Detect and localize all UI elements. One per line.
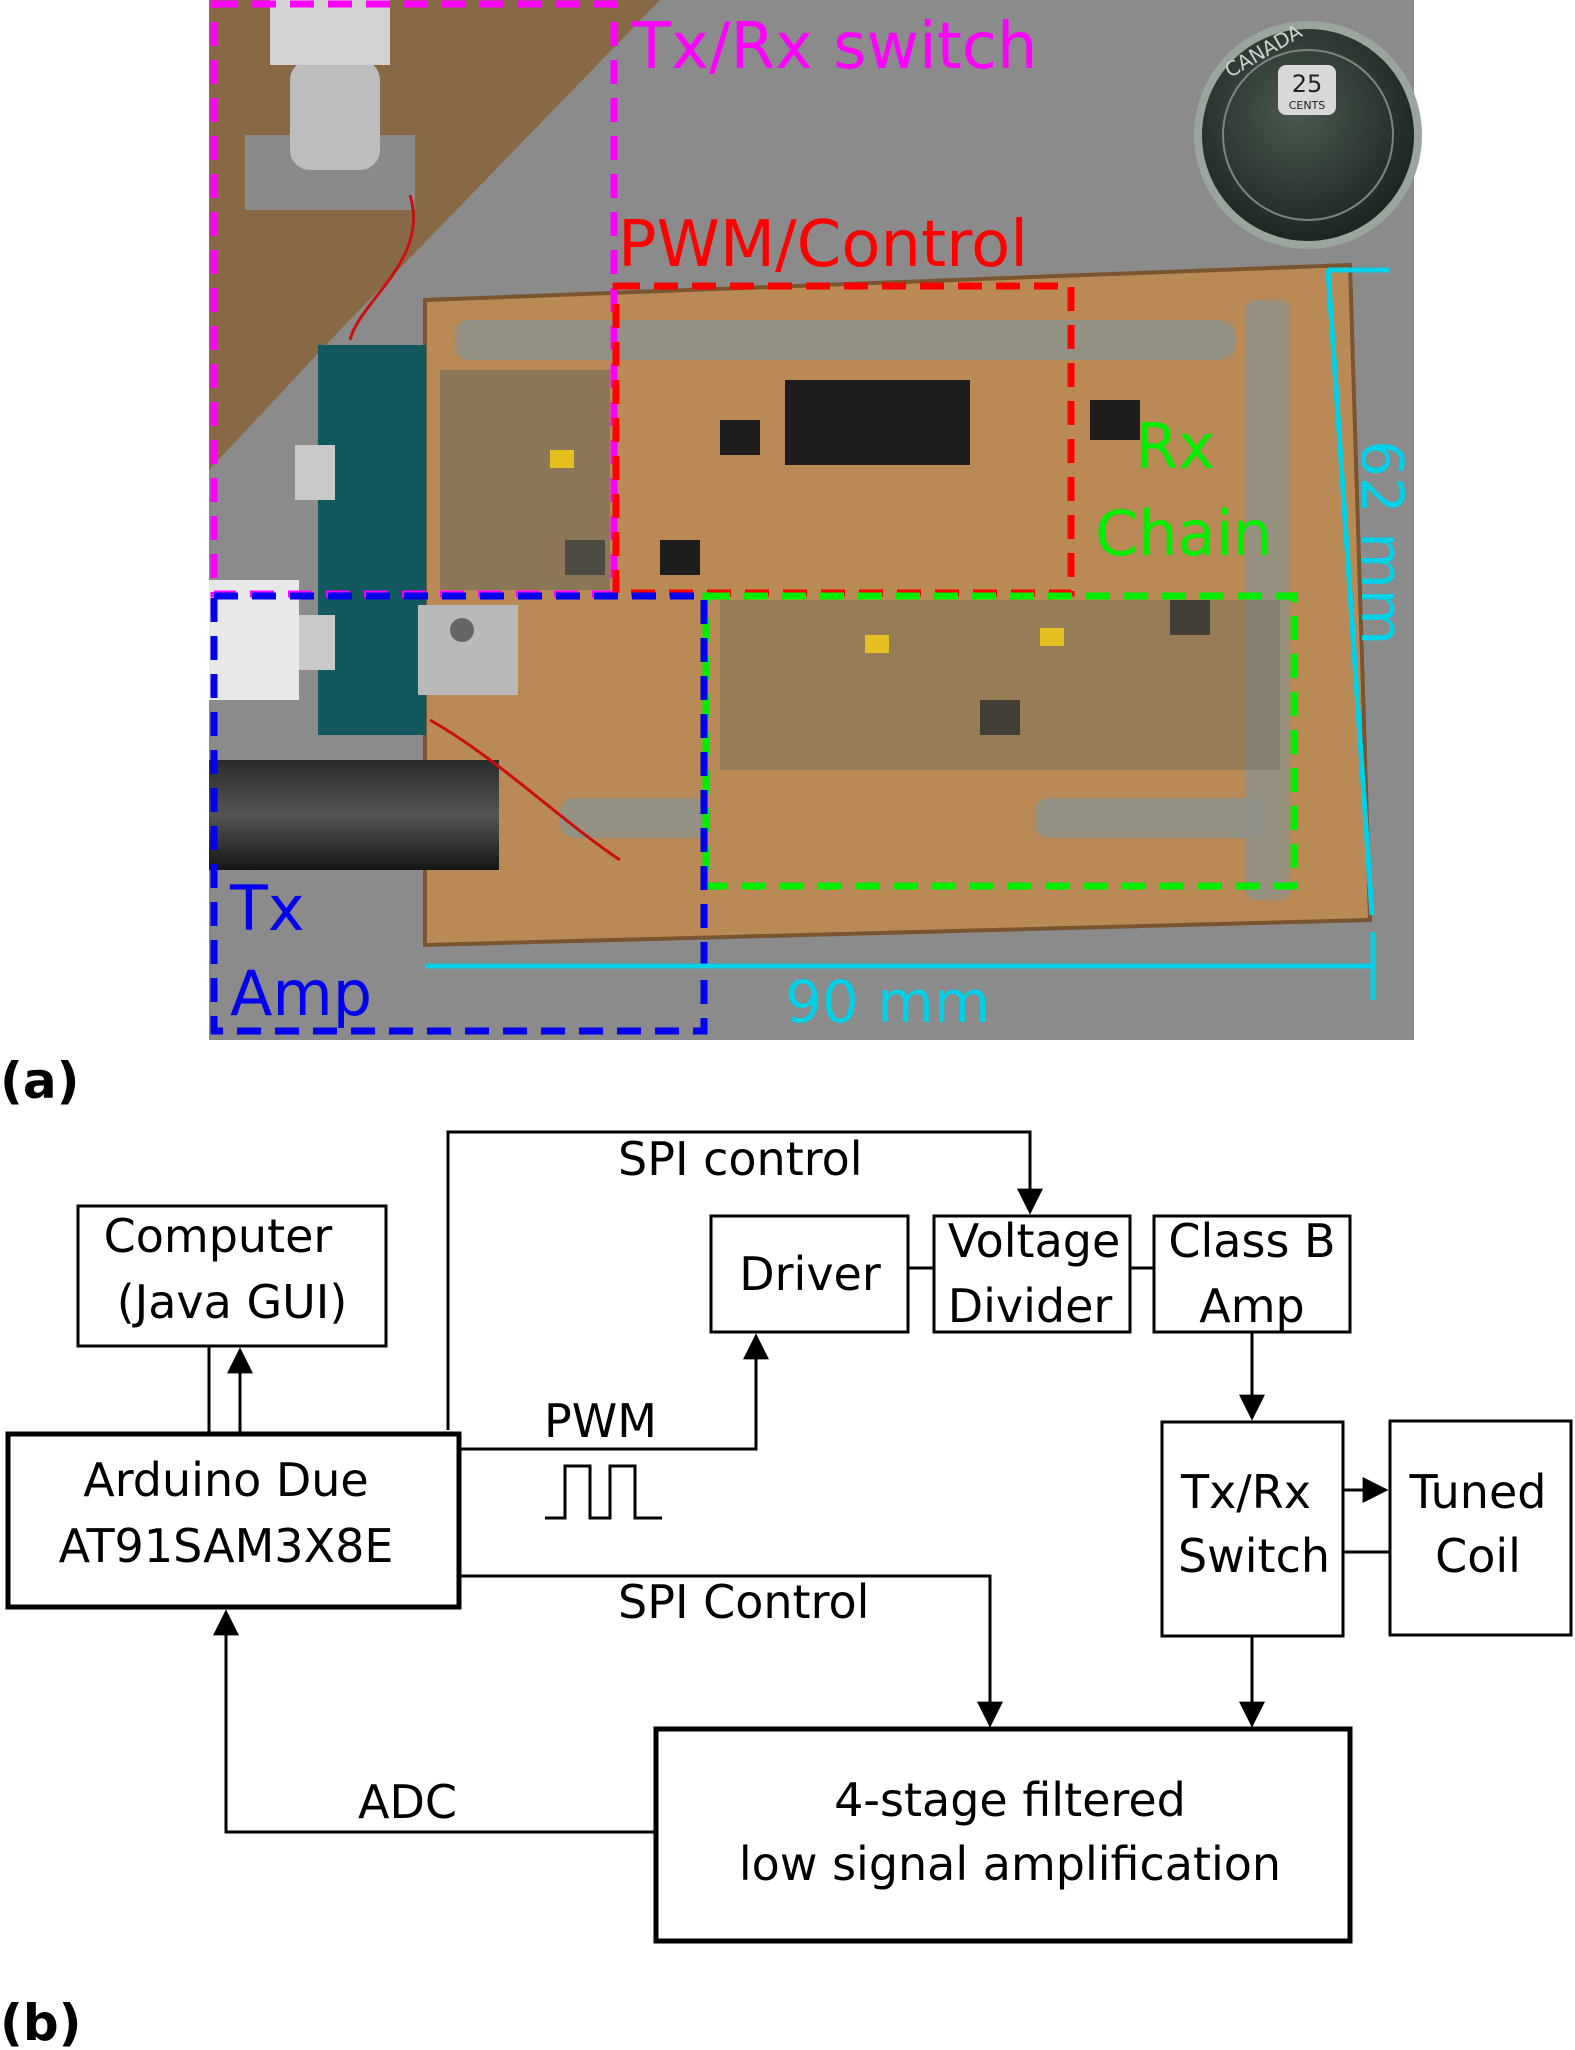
small-ic-1: [1090, 400, 1140, 440]
usb-connector-2: [295, 615, 335, 670]
pwm-region-label: PWM/Control: [618, 208, 1028, 282]
width-dimension: [425, 932, 1376, 1000]
coin: [1194, 21, 1422, 249]
yellow-cap-1: [865, 635, 889, 653]
divider-block: [932, 1214, 1132, 1334]
arduino-block: [5, 1431, 462, 1610]
component-cluster-2: [720, 600, 1280, 770]
pwm-label: PWM: [544, 1394, 657, 1448]
small-ic-6: [980, 700, 1020, 735]
component-cluster-1: [440, 370, 610, 590]
panel-b-label: (b): [0, 1994, 82, 2050]
coin-value: 25: [1292, 70, 1323, 98]
coil-line2: Coil: [1435, 1529, 1521, 1583]
tx-region-box: [210, 592, 708, 1035]
small-ic-5: [1170, 600, 1210, 635]
adc-label: ADC: [358, 1775, 457, 1829]
block-diagram: Computer (Java GUI) Arduino Due AT91SAM3…: [5, 1130, 1573, 1944]
amplifier-block: [653, 1726, 1353, 1944]
spi-top-arrow: [446, 1130, 1043, 1430]
arduino-board: [318, 345, 426, 735]
small-ic-2: [720, 420, 760, 455]
spi-bottom-arrow: [459, 1574, 1003, 1728]
divider-line2: Divider: [948, 1279, 1113, 1333]
amplifier-line2: low signal amplification: [739, 1837, 1281, 1891]
height-dimension-label: 62 mm: [1348, 440, 1416, 645]
rx-region-box: [702, 592, 1298, 890]
tx-region-label-1: Tx: [229, 872, 305, 945]
yellow-cap-3: [550, 450, 574, 468]
main-ic: [785, 380, 970, 465]
computer-line1: Computer: [104, 1209, 333, 1263]
adc-arrow: [213, 1609, 656, 1834]
width-dimension-label: 90 mm: [785, 968, 990, 1036]
coin-center: [1278, 65, 1336, 115]
height-dimension: [1325, 267, 1390, 916]
arduino-line1: Arduino Due: [83, 1453, 369, 1507]
switch-line1: Tx/Rx: [1180, 1465, 1311, 1519]
bnc-top: [270, 0, 390, 65]
tx-region-label-2: Amp: [230, 957, 372, 1030]
spi-bottom-label: SPI Control: [618, 1575, 869, 1629]
panel-a-label: (a): [0, 1052, 79, 1110]
pwm-arrow: [459, 1333, 769, 1451]
arduino-line2: AT91SAM3X8E: [59, 1519, 394, 1573]
solder-row-bottom-left: [560, 798, 710, 838]
power-cable: [209, 760, 499, 870]
bnc-body: [290, 60, 380, 170]
small-ic-4: [660, 540, 700, 575]
header-column: [1245, 300, 1290, 900]
divider-line1: Voltage: [948, 1214, 1121, 1268]
usb-connector-1: [295, 445, 335, 500]
computer-block: [76, 1204, 388, 1348]
coil-block: [1388, 1419, 1573, 1637]
classb-line2: Amp: [1199, 1279, 1304, 1333]
red-wire-2: [429, 718, 621, 862]
computer-line2: (Java GUI): [117, 1275, 348, 1329]
voltage-regulator: [418, 605, 518, 695]
regulator-hole: [450, 618, 474, 642]
classb-line1: Class B: [1168, 1214, 1335, 1268]
amplifier-line1: 4-stage filtered: [834, 1773, 1186, 1827]
coil-line1: Tuned: [1409, 1465, 1547, 1519]
pwm-waveform-icon: [545, 1464, 662, 1520]
yellow-cap-2: [1040, 628, 1064, 646]
solder-row-top: [455, 320, 1235, 360]
switch-line2: Switch: [1178, 1529, 1330, 1583]
driver-label: Driver: [739, 1247, 881, 1301]
red-wire: [348, 194, 415, 341]
coin-inner: [1222, 49, 1394, 221]
rx-region-label-2: Chain: [1095, 497, 1272, 570]
driver-block: [709, 1214, 910, 1334]
spi-top-label: SPI control: [618, 1132, 863, 1186]
txrx-region-label: Tx/Rx switch: [631, 10, 1038, 84]
connectors: [207, 1130, 1390, 1834]
usb-cable: [209, 580, 299, 700]
rx-region-label-1: Rx: [1135, 410, 1215, 483]
coin-unit: CENTS: [1289, 99, 1326, 112]
board-photo: CANADA 25 CENTS: [209, 0, 1422, 1040]
solder-row-bottom-right: [1035, 798, 1265, 838]
